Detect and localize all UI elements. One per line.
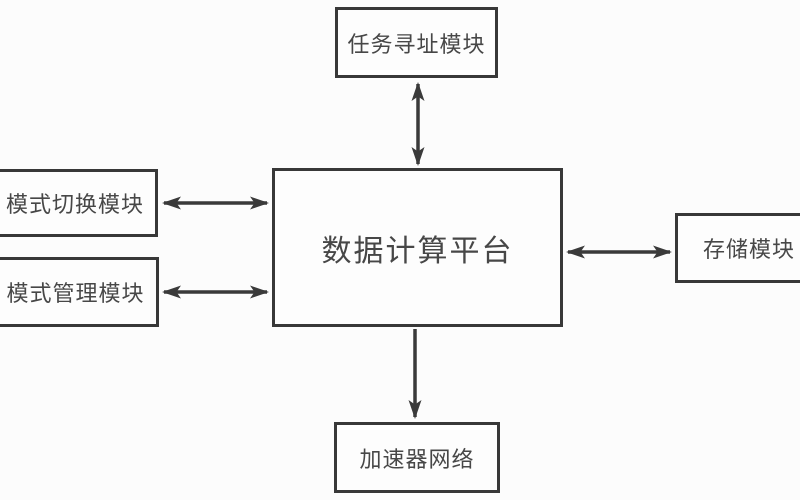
node-task-addressing-label: 任务寻址模块 (347, 32, 486, 58)
node-storage-label: 存储模块 (702, 238, 795, 263)
node-storage-module: 存储模块 (675, 213, 800, 283)
node-mode-management-label: 模式管理模块 (6, 282, 145, 307)
node-platform-label: 数据计算平台 (321, 233, 514, 269)
node-mode-management-module: 模式管理模块 (0, 257, 159, 327)
node-task-addressing-module: 任务寻址模块 (335, 7, 498, 78)
node-data-computing-platform: 数据计算平台 (272, 168, 563, 327)
node-accelerator-label: 加速器网络 (359, 447, 475, 473)
node-accelerator-network: 加速器网络 (334, 422, 500, 493)
node-mode-switching-module: 模式切换模块 (0, 169, 158, 237)
node-mode-switching-label: 模式切换模块 (5, 193, 144, 218)
